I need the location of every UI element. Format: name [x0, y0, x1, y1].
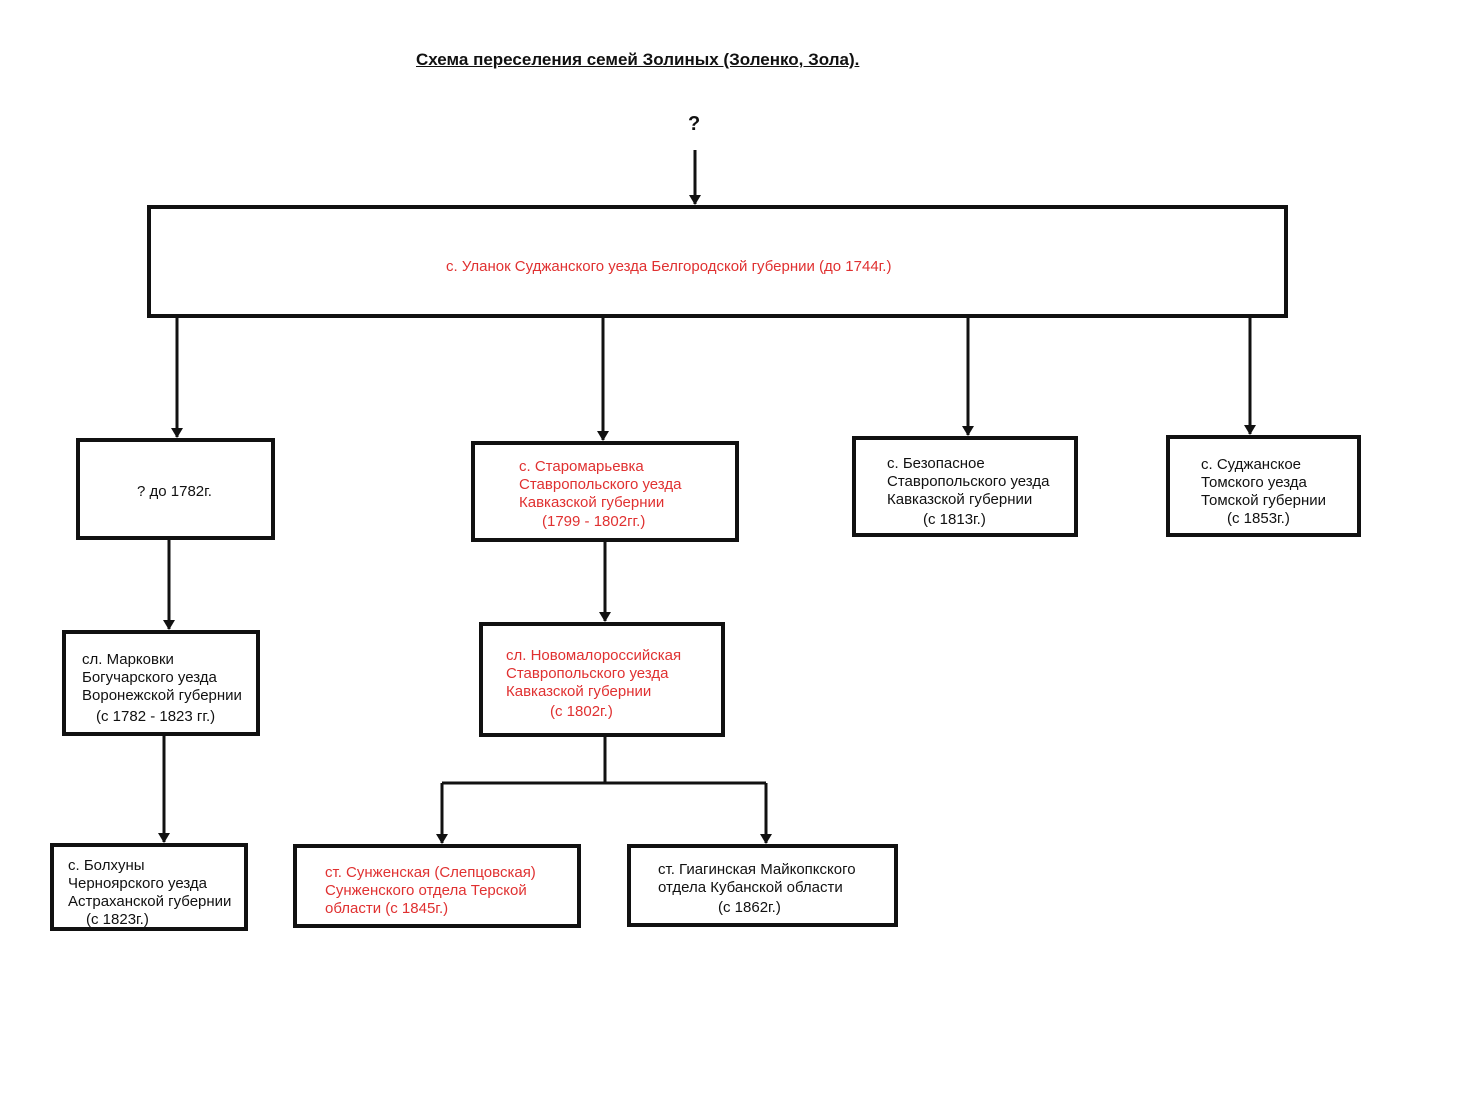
node-novomalorossiyskaya-line-2: Ставропольского уезда	[506, 665, 669, 682]
node-root-line-1: с. Уланок Суджанского уезда Белгородской…	[446, 258, 892, 275]
node-staromaryevka-line-1: с. Старомарьевка	[519, 458, 644, 475]
node-markovki-line-2: Богучарского уезда	[82, 669, 217, 686]
node-bolkhuny-line-2: Черноярского уезда	[68, 875, 207, 892]
node-giaginskaya-line-2: отдела Кубанской области	[658, 879, 843, 896]
node-sunzhenskaya-line-3: области (с 1845г.)	[325, 900, 449, 917]
node-bolkhuny-line-4: (с 1823г.)	[86, 911, 149, 928]
node-unknown-1782-line-1: ? до 1782г.	[137, 483, 212, 500]
node-sudzhanskoe-line-2: Томского уезда	[1201, 474, 1307, 491]
node-bolkhuny-line-3: Астраханской губернии	[68, 893, 232, 910]
node-sunzhenskaya-line-1: ст. Сунженская (Слепцовская)	[325, 864, 536, 881]
node-unknown-1782: ? до 1782г.	[76, 438, 275, 540]
node-bezopasnoe: с. Безопасное Ставропольского уезда Кавк…	[852, 436, 1078, 537]
node-staromaryevka-line-3: Кавказской губернии	[519, 494, 665, 511]
node-bezopasnoe-line-3: Кавказской губернии	[887, 491, 1033, 508]
node-giaginskaya-line-3: (с 1862г.)	[718, 899, 781, 916]
node-giaginskaya: ст. Гиагинская Майкопкского отдела Кубан…	[627, 844, 898, 927]
node-bolkhuny: с. Болхуны Черноярского уезда Астраханск…	[50, 843, 248, 931]
diagram-title: Схема переселения семей Золиных (Золенко…	[416, 50, 860, 69]
node-sunzhenskaya-line-2: Сунженского отдела Терской	[325, 882, 527, 899]
node-bolkhuny-line-1: с. Болхуны	[68, 857, 145, 874]
node-staromaryevka: с. Старомарьевка Ставропольского уезда К…	[471, 441, 739, 542]
node-markovki-line-1: сл. Марковки	[82, 651, 174, 668]
node-staromaryevka-line-4: (1799 - 1802гг.)	[542, 513, 646, 530]
node-novomalorossiyskaya-line-1: сл. Новомалороссийская	[506, 647, 682, 664]
node-giaginskaya-line-1: ст. Гиагинская Майкопкского	[658, 861, 856, 878]
node-novomalorossiyskaya-line-3: Кавказской губернии	[506, 683, 652, 700]
node-bezopasnoe-line-2: Ставропольского уезда	[887, 473, 1050, 490]
origin-unknown-label: ?	[688, 113, 701, 135]
node-sudzhanskoe-line-4: (с 1853г.)	[1227, 510, 1290, 527]
node-root: с. Уланок Суджанского уезда Белгородской…	[147, 205, 1288, 318]
node-novomalorossiyskaya-line-4: (с 1802г.)	[550, 703, 613, 720]
node-bezopasnoe-line-1: с. Безопасное	[887, 455, 985, 472]
node-sudzhanskoe: с. Суджанское Томского уезда Томской губ…	[1166, 435, 1361, 537]
node-sunzhenskaya: ст. Сунженская (Слепцовская) Сунженского…	[293, 844, 581, 928]
node-bezopasnoe-line-4: (с 1813г.)	[923, 511, 986, 528]
node-markovki: сл. Марковки Богучарского уезда Воронежс…	[62, 630, 260, 736]
node-markovki-line-4: (с 1782 - 1823 гг.)	[96, 708, 216, 725]
node-markovki-line-3: Воронежской губернии	[82, 687, 242, 704]
node-sudzhanskoe-line-1: с. Суджанское	[1201, 456, 1301, 473]
node-sudzhanskoe-line-3: Томской губернии	[1201, 492, 1327, 509]
node-novomalorossiyskaya: сл. Новомалороссийская Ставропольского у…	[479, 622, 725, 737]
node-staromaryevka-line-2: Ставропольского уезда	[519, 476, 682, 493]
